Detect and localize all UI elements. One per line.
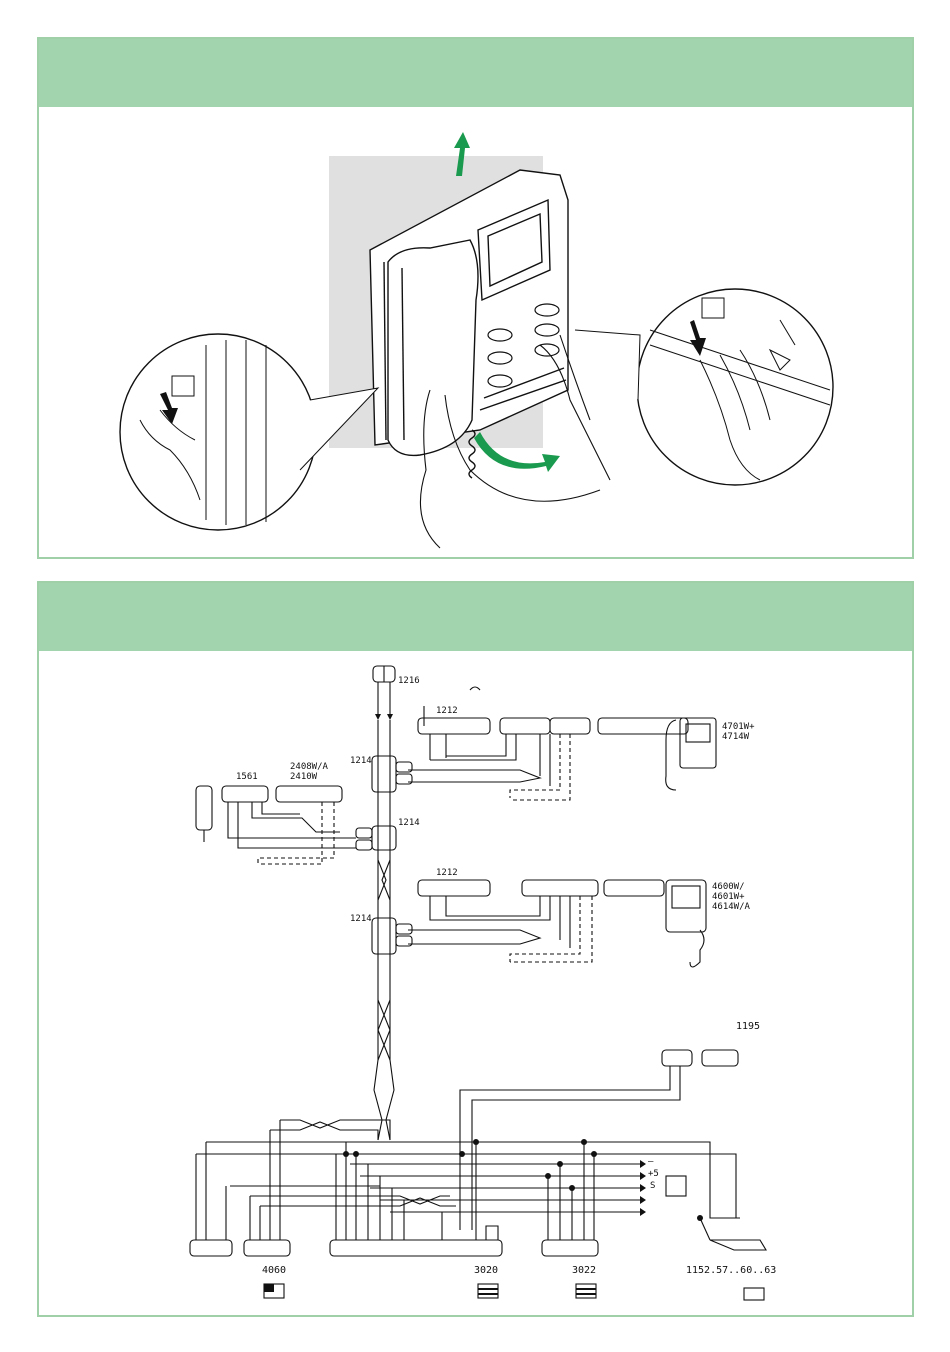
- label-s: S: [650, 1181, 655, 1191]
- bus-arrows: [375, 714, 646, 1216]
- power-supply-1152-icon: [710, 1240, 766, 1250]
- terminal-strip-1212-upper: [418, 718, 490, 734]
- terminal-strip-1212-lower: [418, 880, 490, 896]
- label-4701: 4701W+ 4714W: [722, 722, 755, 742]
- module-3022-icon: [576, 1284, 596, 1298]
- terminal-strip-3020: [330, 1240, 502, 1256]
- label-2408: 2408W/A 2410W: [290, 762, 328, 782]
- label-1212-lower: 1212: [436, 868, 458, 878]
- handset-1561-icon: [196, 786, 212, 830]
- label-1152: 1152.57..60..63: [686, 1266, 776, 1276]
- terminal-strip-2408: [222, 786, 268, 802]
- label-1561: 1561: [236, 772, 258, 782]
- label-1214-middle: 1214: [398, 818, 420, 828]
- distributor-1214-upper: [372, 756, 396, 792]
- label-1212-upper: 1212: [436, 706, 458, 716]
- label-1195: 1195: [736, 1022, 760, 1032]
- monitor-4701-icon: [680, 718, 716, 768]
- terminal-strip-3022: [542, 1240, 598, 1256]
- distributor-1214-lower: [372, 918, 396, 954]
- label-3020: 3020: [474, 1266, 498, 1276]
- module-3020-icon: [478, 1284, 498, 1298]
- module-1152-icon: [744, 1288, 764, 1300]
- label-1214-upper: 1214: [350, 756, 372, 766]
- riser-bus: [374, 720, 382, 1140]
- label-1214-lower: 1214: [350, 914, 372, 924]
- label-minus: —: [648, 1157, 653, 1167]
- label-4600: 4600W/ 4601W+ 4614W/A: [712, 882, 750, 912]
- label-1216: 1216: [398, 676, 420, 686]
- terminal-strip-1195: [662, 1050, 692, 1066]
- terminal-strip-4060: [190, 1240, 232, 1256]
- power-bus: [206, 1142, 740, 1218]
- keypad-icon: [666, 1176, 686, 1196]
- label-plus5: +5: [648, 1169, 659, 1179]
- distributor-1214-middle: [372, 826, 396, 850]
- label-4060: 4060: [262, 1266, 286, 1276]
- label-3022: 3022: [572, 1266, 596, 1276]
